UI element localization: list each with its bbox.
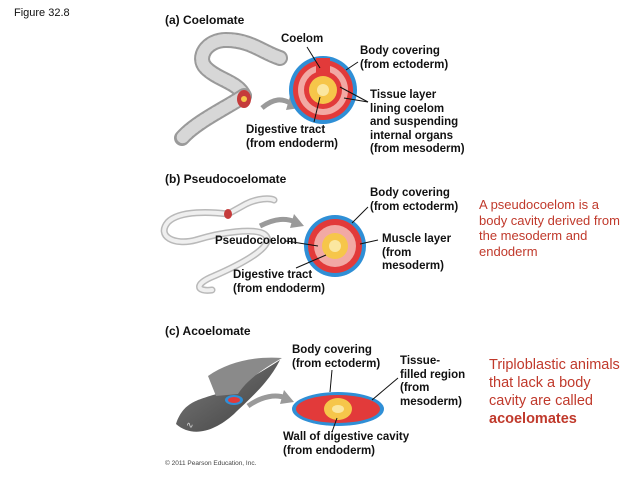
acoelomate-note: Triploblastic animals that lack a body c… [489,357,620,427]
a-digestive-tract-label: Digestive tract (from endoderm) [246,124,338,150]
acoelomate-cross-section [292,392,384,426]
b-body-covering-label: Body covering (from ectoderm) [370,187,459,213]
c-tissue-filled-label: Tissue- filled region (from mesoderm) [400,355,466,408]
pseudocoelomate-roundworm [160,195,278,294]
a-body-covering-label: Body covering (from ectoderm) [360,45,449,71]
b-digestive-tract-label: Digestive tract (from endoderm) [233,269,325,295]
arrow-b [258,216,297,229]
acoelomates-term: acoelomates [489,411,577,427]
coelomate-earthworm [174,31,288,146]
arrow-c [246,393,287,409]
acoelomate-flatworm: ∿ [176,357,282,432]
panel-c-heading: (c) Acoelomate [165,324,251,338]
b-muscle-layer-label: Muscle layer (from mesoderm) [382,233,452,272]
c-wall-digestive-label: Wall of digestive cavity (from endoderm) [283,431,410,457]
panel-a-heading: (a) Coelomate [165,13,245,27]
copyright-notice: © 2011 Pearson Education, Inc. [165,460,257,467]
pseudocoelom-note: A pseudocoelom is a body cavity derived … [479,197,620,259]
coelomate-cross-section [289,56,357,124]
figure-number: Figure 32.8 [14,7,70,19]
panel-b-heading: (b) Pseudocoelomate [165,172,287,186]
c-body-covering-label: Body covering (from ectoderm) [292,344,381,370]
pseudocoelomate-cross-section [304,215,366,277]
svg-text:∿: ∿ [186,420,194,430]
coelom-label: Coelom [281,33,324,45]
pseudocoelom-label: Pseudocoelom [215,235,297,247]
a-tissue-layer-label: Tissue layer lining coelom and suspendin… [370,89,465,155]
